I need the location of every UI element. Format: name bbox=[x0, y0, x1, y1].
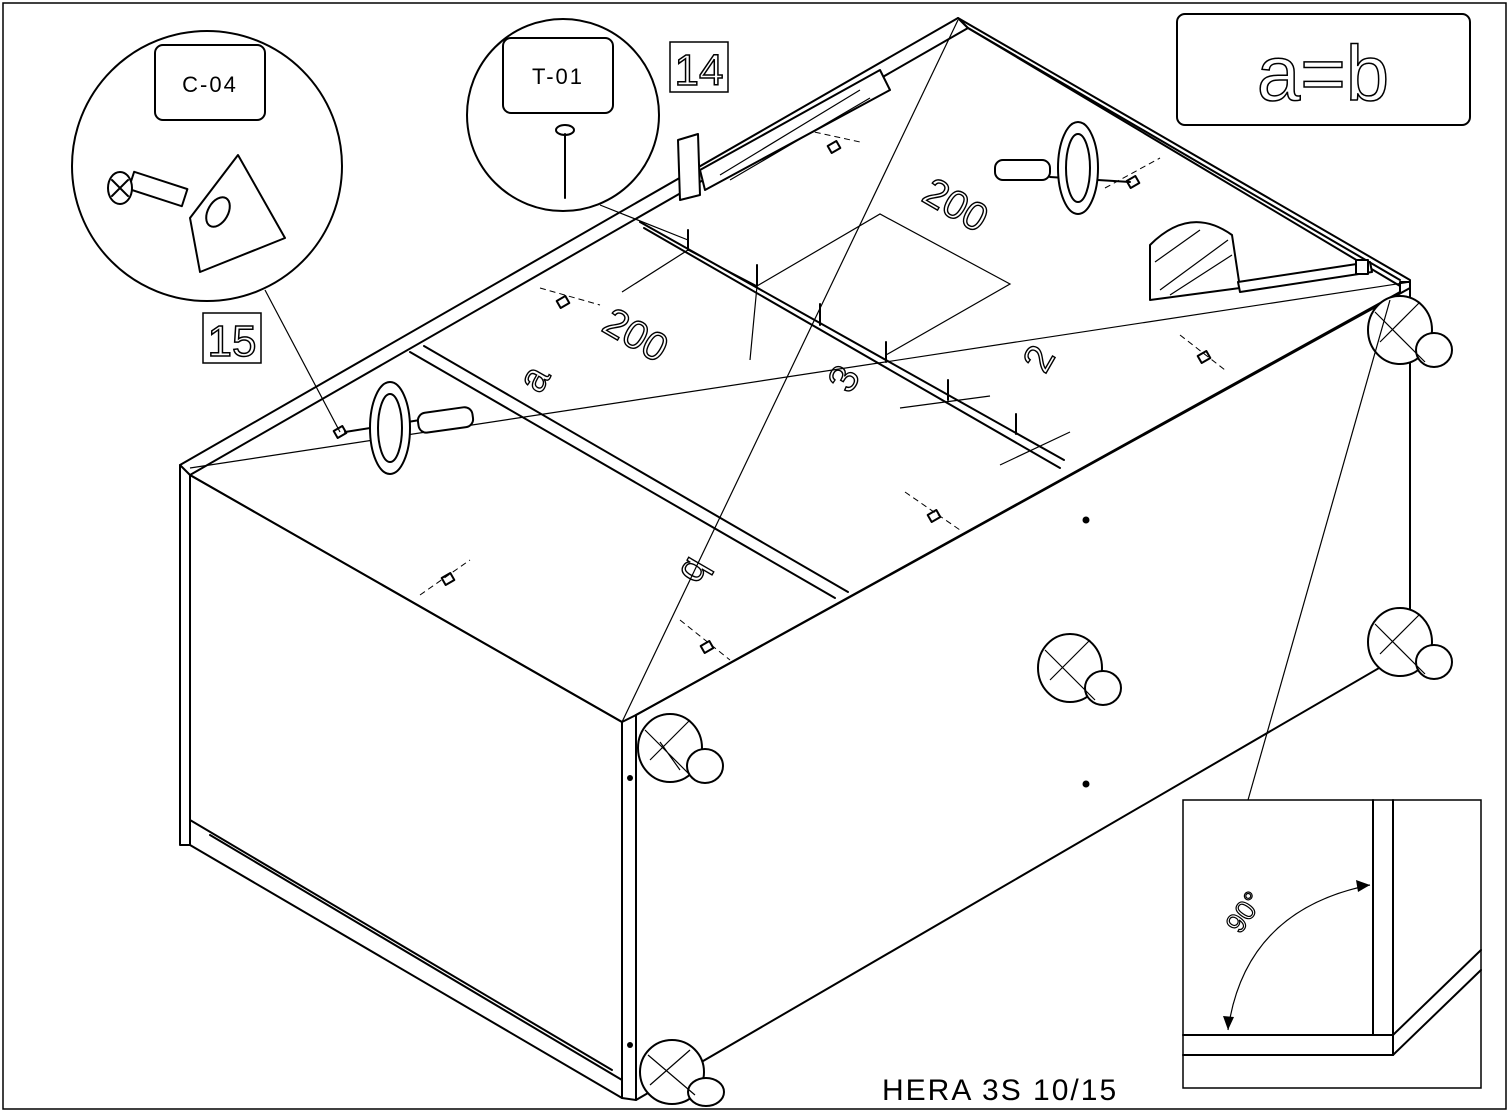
screw-icon bbox=[107, 170, 189, 208]
foot-top-right bbox=[1367, 295, 1453, 368]
tape-measure bbox=[1149, 221, 1373, 301]
screwdriver-right bbox=[994, 121, 1131, 215]
right-angle-detail: 90° bbox=[1182, 299, 1482, 1089]
step-label-14: 14 bbox=[669, 41, 729, 96]
step-number-15: 15 bbox=[208, 317, 257, 366]
diagonal-label-b: b bbox=[671, 551, 720, 592]
step-number-14: 14 bbox=[675, 46, 724, 95]
equality-box: a=b bbox=[1176, 13, 1471, 126]
hammer bbox=[677, 69, 891, 201]
callout-screw: C-04 bbox=[71, 30, 343, 433]
dimension-200-left: 200 bbox=[596, 300, 676, 371]
diagonal-equality-note: a=b bbox=[1257, 29, 1389, 117]
furniture-feet bbox=[637, 295, 1453, 1107]
diagonal-label-a: a bbox=[510, 358, 560, 400]
nail-code-label: T-01 bbox=[532, 64, 584, 89]
step-label-15: 15 bbox=[202, 312, 262, 367]
foot-front-right bbox=[1037, 633, 1122, 706]
foot-mid-right bbox=[1367, 607, 1453, 680]
foot-front-left bbox=[637, 713, 724, 784]
screw-code-label: C-04 bbox=[182, 72, 238, 97]
page-label: HERA 3S 10/15 bbox=[882, 1074, 1118, 1107]
callout-nail: T-01 bbox=[466, 18, 689, 241]
dimension-2: 2 bbox=[1015, 338, 1064, 379]
dimension-lines bbox=[621, 213, 1071, 466]
screwdriver-left bbox=[344, 381, 475, 475]
nail-icon bbox=[555, 124, 575, 199]
dimension-3: 3 bbox=[820, 358, 869, 399]
foot-back-left bbox=[639, 1039, 725, 1107]
dimension-200-right: 200 bbox=[916, 170, 996, 241]
corner-brackets bbox=[332, 129, 1226, 661]
